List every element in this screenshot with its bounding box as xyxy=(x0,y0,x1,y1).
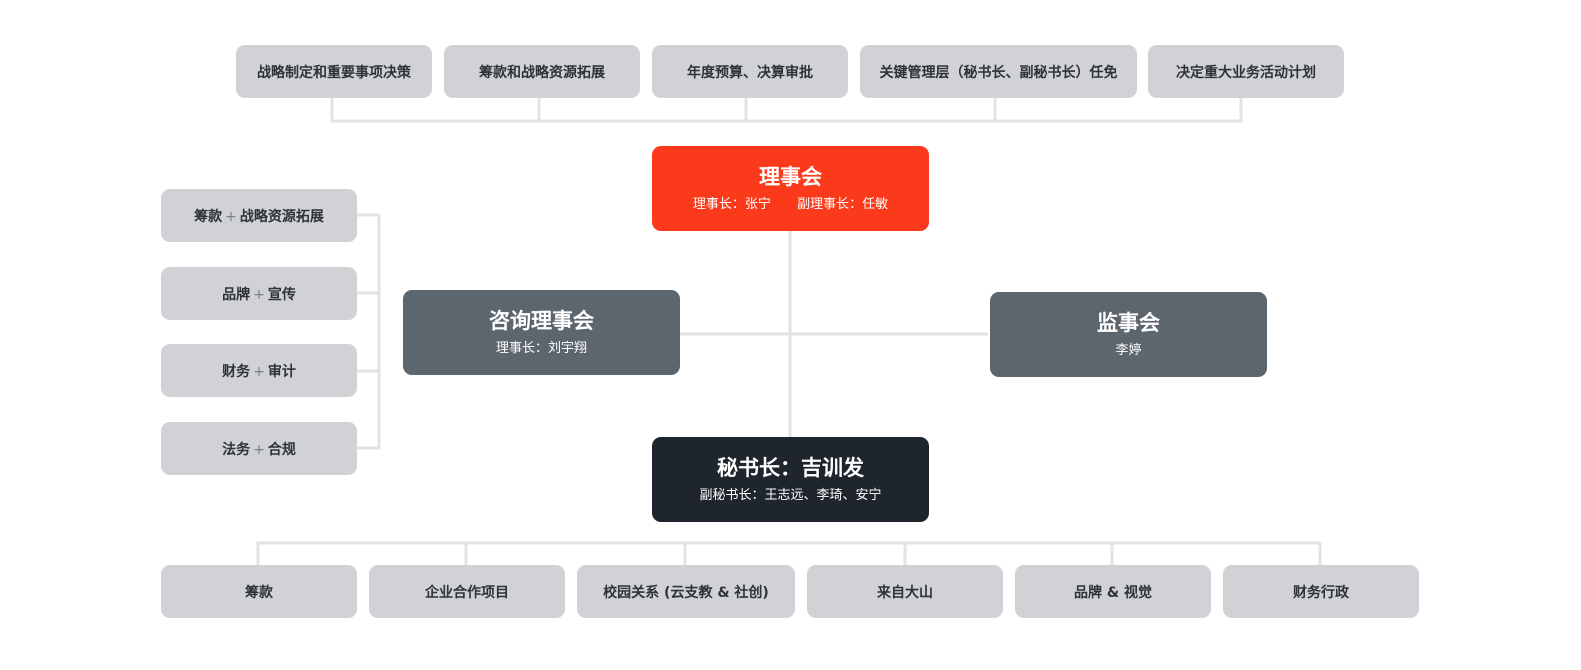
committee-brand: 品牌+宣传 xyxy=(161,267,357,320)
secretary-general-node: 秘书长：吉训发 副秘书长：王志远、李琦、安宁 xyxy=(652,437,929,522)
dept-label: 品牌 & 视觉 xyxy=(1074,584,1152,601)
dept-corporate-projects: 企业合作项目 xyxy=(369,565,565,618)
committee-label: 财务+审计 xyxy=(222,361,296,381)
department-connector xyxy=(256,541,1322,565)
committee-fundraising: 筹款+战略资源拓展 xyxy=(161,189,357,242)
committee-label: 筹款+战略资源拓展 xyxy=(194,206,324,226)
board-members: 理事长：张宁 副理事长：任敏 xyxy=(693,196,888,214)
supervisory-title: 监事会 xyxy=(1097,310,1160,335)
committee-part: 战略资源拓展 xyxy=(239,208,324,225)
committee-label: 品牌+宣传 xyxy=(222,284,296,304)
duty-fundraising: 筹款和战略资源拓展 xyxy=(444,45,640,98)
dept-brand-visual: 品牌 & 视觉 xyxy=(1015,565,1211,618)
plus-sign: + xyxy=(225,208,237,225)
plus-sign: + xyxy=(253,363,265,380)
duty-appointment: 关键管理层（秘书长、副秘书长）任免 xyxy=(860,45,1137,98)
advisory-chair: 理事长：刘宇翔 xyxy=(495,340,587,356)
top-connector xyxy=(330,98,1243,123)
committee-legal: 法务+合规 xyxy=(161,422,357,475)
committee-part: 合规 xyxy=(267,441,296,458)
committee-part: 品牌 xyxy=(222,286,251,303)
secretary-title: 秘书长：吉训发 xyxy=(717,455,864,480)
duty-label: 关键管理层（秘书长、副秘书长）任免 xyxy=(879,64,1118,81)
plus-sign: + xyxy=(253,286,265,303)
duty-budget: 年度预算、决算审批 xyxy=(652,45,848,98)
supervisory-board-node: 监事会 李婷 xyxy=(990,292,1267,377)
dept-campus-relations: 校园关系 (云支教 & 社创) xyxy=(577,565,795,618)
committee-part: 审计 xyxy=(267,363,296,380)
dept-label: 筹款 xyxy=(245,584,273,601)
plus-sign: + xyxy=(253,441,265,458)
dept-label: 来自大山 xyxy=(877,584,933,601)
committee-part: 财务 xyxy=(222,363,251,380)
advisory-council-node: 咨询理事会 理事长：刘宇翔 xyxy=(403,290,680,375)
duty-strategy: 战略制定和重要事项决策 xyxy=(236,45,432,98)
duty-activity-plan: 决定重大业务活动计划 xyxy=(1148,45,1344,98)
dept-fundraising: 筹款 xyxy=(161,565,357,618)
dept-finance-admin: 财务行政 xyxy=(1223,565,1419,618)
committee-part: 宣传 xyxy=(267,286,296,303)
committee-label: 法务+合规 xyxy=(222,439,296,459)
committee-connector xyxy=(356,213,381,450)
board-chair: 理事长：张宁 xyxy=(692,196,771,212)
deputy-secretaries: 副秘书长：王志远、李琦、安宁 xyxy=(699,487,882,503)
duty-label: 决定重大业务活动计划 xyxy=(1176,64,1316,81)
committee-part: 筹款 xyxy=(194,208,223,225)
committee-finance: 财务+审计 xyxy=(161,344,357,397)
board-vice-chair: 副理事长：任敏 xyxy=(797,196,889,212)
board-title: 理事会 xyxy=(759,164,822,189)
dept-label: 财务行政 xyxy=(1293,584,1349,601)
duty-label: 年度预算、决算审批 xyxy=(687,64,813,81)
board-node: 理事会 理事长：张宁 副理事长：任敏 xyxy=(652,146,929,231)
committee-part: 法务 xyxy=(222,441,251,458)
duty-label: 战略制定和重要事项决策 xyxy=(257,64,411,81)
dept-label: 校园关系 (云支教 & 社创) xyxy=(603,584,769,601)
advisory-title: 咨询理事会 xyxy=(489,308,594,333)
duty-label: 筹款和战略资源拓展 xyxy=(479,64,605,81)
dept-label: 企业合作项目 xyxy=(425,584,509,601)
supervisory-member: 李婷 xyxy=(1115,342,1142,358)
dept-from-mountains: 来自大山 xyxy=(807,565,1003,618)
